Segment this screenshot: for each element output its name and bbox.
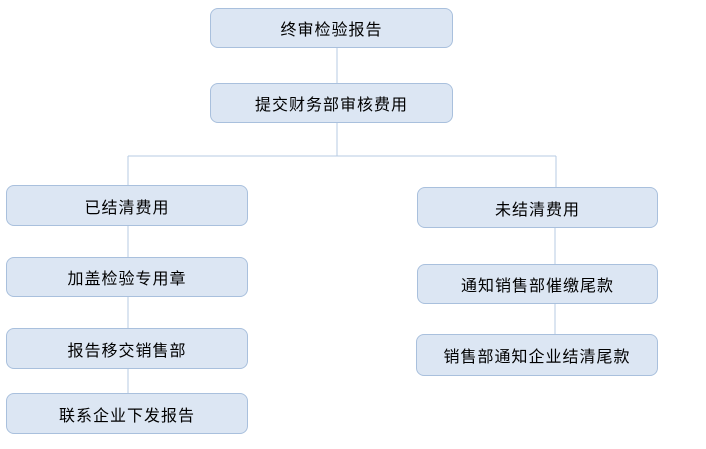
- node-final-report: 终审检验报告: [210, 8, 453, 48]
- node-unsettled: 未结清费用: [417, 187, 658, 228]
- node-transfer-sales: 报告移交销售部: [6, 328, 248, 369]
- node-sales-notify: 销售部通知企业结清尾款: [416, 334, 658, 376]
- node-submit-finance: 提交财务部审核费用: [210, 83, 453, 123]
- node-notify-sales: 通知销售部催缴尾款: [417, 264, 658, 304]
- node-stamp-seal: 加盖检验专用章: [6, 257, 248, 297]
- node-contact-issue: 联系企业下发报告: [6, 393, 248, 434]
- node-settled: 已结清费用: [6, 185, 248, 226]
